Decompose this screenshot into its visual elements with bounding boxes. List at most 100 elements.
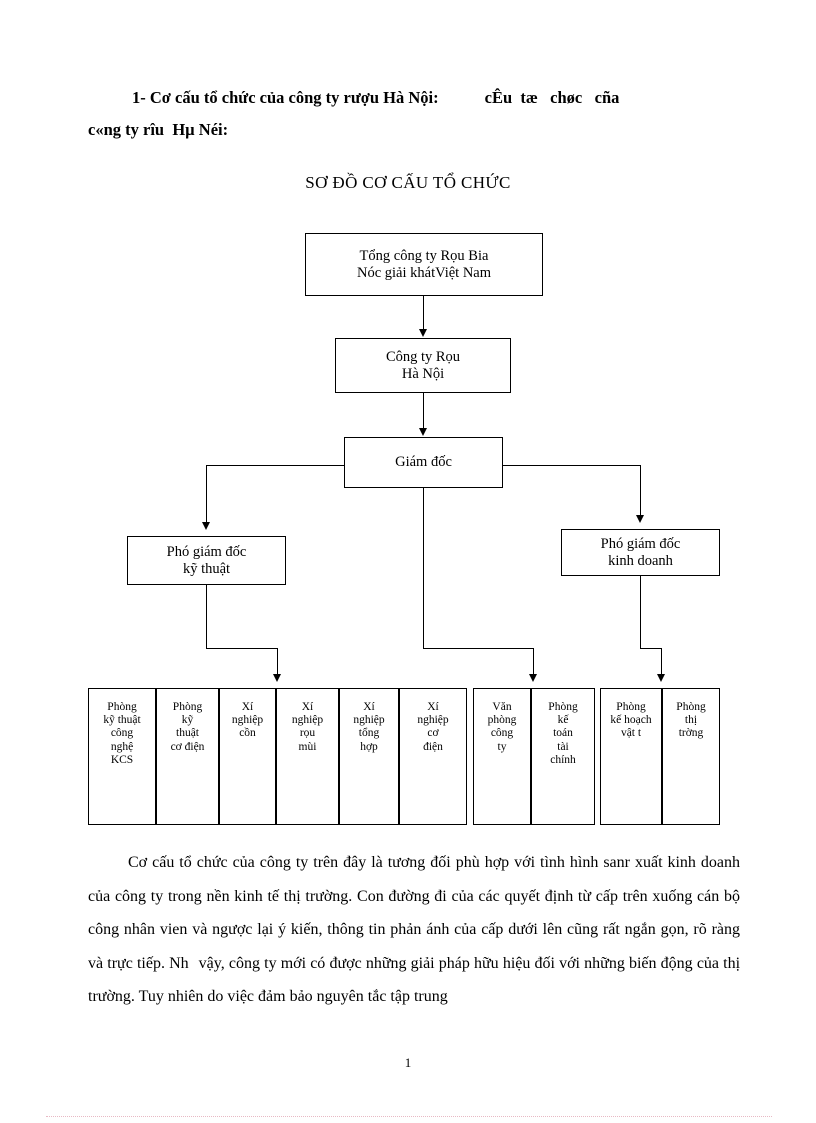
connector-director-right-horizontal [502,465,641,467]
connector-company-to-director [423,393,425,429]
department-label-line: Xí [301,701,314,713]
node-corporation-line2: Nóc giải khátViệt Nam [356,264,492,281]
department-label-line: Xí [241,701,254,713]
department-label-line: cơ điện [170,740,205,753]
connector-vp-technical-horizontal [206,648,278,650]
node-company: Công ty Rọu Hà Nội [335,338,511,393]
connector-director-center-horizontal [423,648,534,650]
connector-vp-business-horizontal [640,648,662,650]
department-label-line: nghiệp [291,714,324,727]
node-vp-business-line2: kinh doanh [608,552,673,569]
connector-vp-technical-drop2 [277,648,279,676]
node-corporation: Tổng công ty Rọu Bia Nóc giải khátViệt N… [305,233,543,296]
body-line-5: tiếp. [136,954,165,972]
body-line-1: Cơ cấu tổ chức của công ty trên đây là t… [128,854,599,871]
connector-vp-technical-drop [206,585,208,648]
department-label-line: phòng [487,714,517,727]
connector-director-center-drop2 [533,648,535,676]
department-label-line: nghiệp [417,714,449,727]
connector-vp-business-drop [640,576,642,648]
department-label-line: toán [553,727,573,740]
arrow-corp-to-company [419,329,427,337]
department-label-line: kế [557,714,569,727]
department-label-line: mùi [298,740,317,753]
heading-number: 1- [132,88,146,107]
connector-director-right-vertical [640,465,642,516]
department-label-line: thuật [176,727,199,740]
node-vp-technical-line1: Phó giám đốc [166,543,247,560]
heading-line-1: 1- Cơ cấu tổ chức của công ty rượu Hà Nộ… [88,82,740,114]
body-line-7: biến động của thị trường. Tuy nhiên do v… [88,954,741,1006]
arrow-director-to-vp-business [636,515,644,523]
body-paragraph: Cơ cấu tổ chức của công ty trên đây là t… [88,846,740,1014]
footer-divider [46,1116,772,1118]
body-line-4: kiến, thông tin phản ánh của cấp dưới lê… [88,921,741,972]
section-heading: 1- Cơ cấu tổ chức của công ty rượu Hà Nộ… [88,82,740,146]
department-label-line: vật t [620,727,642,740]
heading-trailing-legacy-text: cÊu tæ chøc cña [484,88,620,107]
department-label-line: kế hoạch [610,714,652,727]
body-line-3: của các quyết định từ cấp trên xuống cán… [88,887,740,939]
node-company-line1: Công ty Rọu [385,348,461,365]
department-label-line: Xí [427,701,439,713]
connector-vp-business-drop2 [661,648,663,676]
department-label-line: kỹ thuật [103,714,141,727]
heading-main-title: Cơ cấu tổ chức của công ty rượu Hà Nội: [149,88,439,107]
node-company-line2: Hà Nội [401,365,445,382]
node-director: Giám đốc [344,437,503,488]
connector-director-left-vertical [206,465,208,523]
connector-director-center-drop [423,624,425,649]
node-vp-business: Phó giám đốc kinh doanh [561,529,720,576]
department-label-line: tổng [358,727,380,740]
department-label-line: công [490,727,514,740]
department-label-line: Văn [492,701,512,713]
connector-director-left-horizontal [206,465,345,467]
department-label-line: công [110,727,134,740]
node-vp-technical-line2: kỹ thuật [182,560,231,577]
department-label-line: chính [550,753,576,766]
body-legacy-word: Nh [169,954,189,972]
arrow-director-to-vp-technical [202,522,210,530]
node-corporation-line1: Tổng công ty Rọu Bia [359,247,489,264]
department-label-line: Phòng [548,701,578,713]
department-label-line: nghệ [110,740,134,753]
department-label-line: cồn [239,727,256,740]
connector-corp-to-company [423,296,425,330]
heading-line-2: c«ng ty rîu Hµ Néi: [88,120,229,139]
department-label-line: điện [423,740,443,753]
department-label-line: ty [497,740,507,753]
department-label-line: Phòng [616,701,646,713]
department-label-line: cơ [427,727,439,740]
department-label-line: Phòng [676,701,706,713]
node-vp-technical: Phó giám đốc kỹ thuật [127,536,286,585]
body-line-6: vậy, công ty mới có được những giải pháp… [198,954,625,972]
department-label-line: thị [684,714,698,727]
department-label-line: KCS [110,753,134,766]
page-number: 1 [404,1055,412,1070]
department-label-line: Phòng [172,701,203,713]
department-label-line: trờng [678,727,704,740]
arrow-company-to-director [419,428,427,436]
node-director-label: Giám đốc [395,454,452,470]
arrow-vp-technical-to-departments [273,674,281,682]
department-label-line: rọu [299,727,316,740]
arrow-vp-business-to-departments [657,674,665,682]
body-line-2: sanr xuất kinh doanh của công ty trong n… [88,854,741,905]
diagram-title: SƠ ĐỒ CƠ CẤU TỔ CHỨC [305,173,511,192]
department-label-line: Phòng [107,701,137,713]
arrow-director-to-departments [529,674,537,682]
department-label-line: tài [557,740,569,753]
department-label-line: nghiệp [231,714,264,727]
